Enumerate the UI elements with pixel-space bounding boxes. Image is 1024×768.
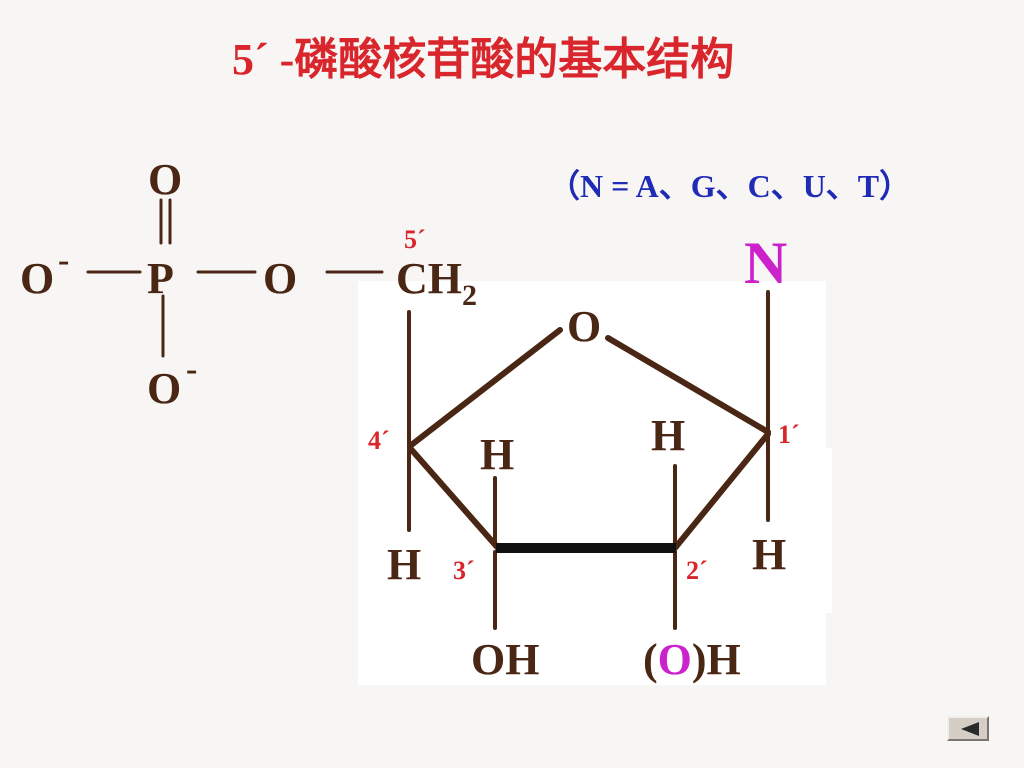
c2-oh-open-paren: (	[643, 635, 658, 684]
phosphate-o-bottom-charge: -	[186, 351, 198, 388]
position-3-prime: 3´	[453, 556, 475, 585]
triangle-left-icon	[961, 722, 979, 736]
ring-background-panel	[358, 281, 826, 685]
o-c1-ring-bond	[605, 335, 771, 435]
c3-hydrogen: H	[480, 430, 515, 479]
phosphate-p: P	[147, 254, 174, 303]
ch2-label: CH2	[396, 254, 477, 311]
ring-oxygen: O	[567, 302, 602, 351]
base-legend: （N = A、G、C、U、T）	[548, 168, 912, 204]
position-2-prime: 2´	[686, 556, 708, 585]
slide-title: 5´ -磷酸核苷酸的基本结构	[232, 35, 735, 84]
phosphate-o-left-charge: -	[58, 242, 70, 279]
ring-background-extension	[826, 448, 832, 613]
c4-o-ring-bond	[407, 327, 563, 449]
c2-oh-oxygen: O	[657, 635, 692, 684]
c1-hydrogen: H	[752, 530, 787, 579]
phosphate-o-left: O	[20, 254, 55, 303]
ch-text: CH	[396, 254, 462, 303]
c3-hydroxyl: OH	[471, 635, 540, 684]
c4-hydrogen: H	[387, 540, 422, 589]
c2-oh-close-h: )H	[691, 635, 741, 684]
phosphate-o-top: O	[148, 155, 183, 204]
c2-c1-ring-bond	[672, 431, 771, 551]
phosphate-o-bottom: O	[147, 364, 182, 413]
position-1-prime: 1´	[778, 420, 800, 449]
c2-hydrogen: H	[651, 411, 686, 460]
position-4-prime: 4´	[368, 426, 390, 455]
nitrogenous-base-n: N	[744, 230, 788, 296]
back-button[interactable]	[947, 716, 989, 741]
c4-c3-ring-bond	[407, 445, 501, 551]
ch2-subscript: 2	[462, 279, 477, 312]
phosphate-o-bridge: O	[263, 254, 298, 303]
position-5-prime: 5´	[404, 225, 426, 254]
c2-hydroxyl: (O)H	[643, 638, 741, 682]
